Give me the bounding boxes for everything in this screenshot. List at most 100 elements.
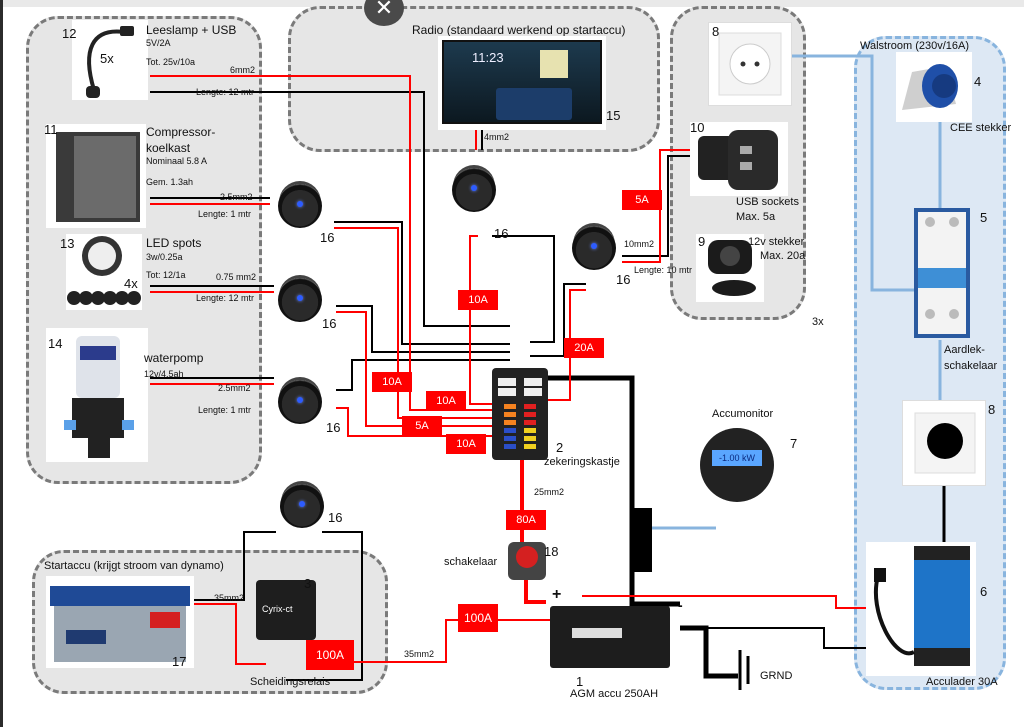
rcd-image [914,208,970,338]
switch-spots[interactable] [278,278,322,322]
water-pump-wire: 2.5mm2 [218,383,251,393]
led-spots-total: Tot: 12/1a [146,270,186,280]
socket-230v-2-image [902,400,986,486]
battery-monitor-number: 7 [790,436,798,451]
fuse-box-icon [498,378,542,449]
led-spots-image [66,234,142,310]
led-spots-name: LED spots [146,236,202,250]
ground-label: GRND [760,670,793,682]
fuse-battery: 100A [458,604,498,632]
fridge-avg: Gem. 1.3ah [146,177,194,187]
fuse-fridge: 10A [426,391,466,411]
main-neg-wire [548,375,680,607]
close-icon: ✕ [374,0,394,20]
agm-battery-label [572,628,622,638]
fridge-icon [56,132,140,222]
cee-plug-number: 4 [974,74,982,89]
reading-lamp-spec: 5V/2A [146,38,171,48]
fridge-spec: Nominaal 5.8 A [146,156,208,166]
isolation-relay-image: Cyrix-ct [256,580,316,640]
fuse-spots: 5A [402,416,442,436]
switch-radio[interactable] [452,168,496,212]
neg-wire-socket [622,155,692,257]
fuse-lamp: 10A [372,372,412,392]
fuse-sockets-main: 20A [564,338,604,358]
water-pump-image [46,328,148,462]
battery-wire-label: 35mm2 [404,649,435,659]
led-spots-spec: 3w/0.25a [146,252,183,262]
usb-sockets-name: USB sockets [736,196,799,208]
reading-lamp-image [72,20,148,100]
radio-album-art [540,50,568,78]
cee-plug-icon [902,64,958,110]
water-pump-number: 14 [48,336,63,351]
fridge-image [46,124,146,228]
radio-app-bar [496,88,572,120]
charger-image [866,542,976,676]
socket-230v-number: 8 [712,24,720,39]
socket-230v-image [708,22,792,106]
agm-battery-image [550,606,670,668]
charger-name: Acculader 30A [926,676,998,688]
pos-wire-radio [469,235,494,405]
switch-sockets[interactable] [572,226,616,270]
start-battery-image [46,576,194,668]
neg-wire-fridge-out [334,221,510,345]
neg-wire-lamp [150,91,510,327]
radio-wire: 4mm2 [484,132,510,142]
fuse-box-image[interactable] [492,368,548,460]
cee-plug-name: CEE stekker [950,122,1012,134]
led-indicator [591,243,597,249]
switch-radio-label: 16 [494,226,509,241]
rcd-name-1: Aardlek- [944,344,985,356]
switch-spots-label: 16 [322,316,337,331]
socket-12v-name: 12v stekker [748,236,805,248]
water-pump-spec: 12v/4.5ah [144,369,184,379]
usb-socket-icon [698,130,778,190]
rcd-breaker-icon [918,212,966,334]
fridge-name-2: koelkast [146,141,191,155]
led-spot-icon [67,236,141,305]
top-bar [0,0,1024,7]
rcd-name-2: schakelaar [944,360,998,372]
isolation-relay-brand: Cyrix-ct [262,604,293,614]
battery-monitor-name: Accumonitor [712,408,774,420]
fridge-wire: 2.5mm2 [220,192,253,202]
reading-lamp-name: Leeslamp + USB [146,23,237,37]
reading-lamp-icon [86,26,134,98]
shunt [632,508,652,572]
start-battery-title: Startaccu (krijgt stroom van dynamo) [44,560,224,572]
socket-12v-length: Lengte: 10 mtr [634,265,693,275]
switch-pump[interactable] [278,380,322,424]
main-switch-image[interactable] [508,542,546,580]
led-indicator [297,295,303,301]
agm-battery-minus: - [678,597,683,613]
reading-lamp-total: Tot. 25v/10a [146,57,196,67]
led-indicator [297,201,303,207]
pos-wire-charger [582,595,866,609]
switch-fridge-label: 16 [320,230,335,245]
fuse-sockets: 5A [622,190,662,210]
pos-wire-pump-out [336,407,494,437]
neg-wire-radio-out [492,235,555,343]
battery-monitor-display: -1.00 kW [712,450,762,466]
main-switch-name: schakelaar [444,556,498,568]
water-pump-length: Lengte: 1 mtr [198,405,252,415]
switch-fridge[interactable] [278,184,322,228]
agm-battery-name: AGM accu 250AH [570,688,659,700]
fridge-name-1: Compressor- [146,125,216,139]
shore-power-title: Walstroom (230v/16A) [860,40,970,52]
switch-start[interactable] [280,484,324,528]
neg-wire-pump-out [336,359,510,391]
agm-battery-plus: + [552,586,562,603]
socket-230v-2-number: 8 [988,402,996,417]
neg-wire-socket-out [530,283,586,357]
reading-lamp-count: 5x [100,51,114,66]
battery-charger-icon [874,546,970,666]
reading-lamp-number: 12 [62,26,77,41]
car-battery-icon [50,586,190,662]
main-switch-wire [524,580,546,604]
radio-clock: 11:23 [472,50,504,65]
